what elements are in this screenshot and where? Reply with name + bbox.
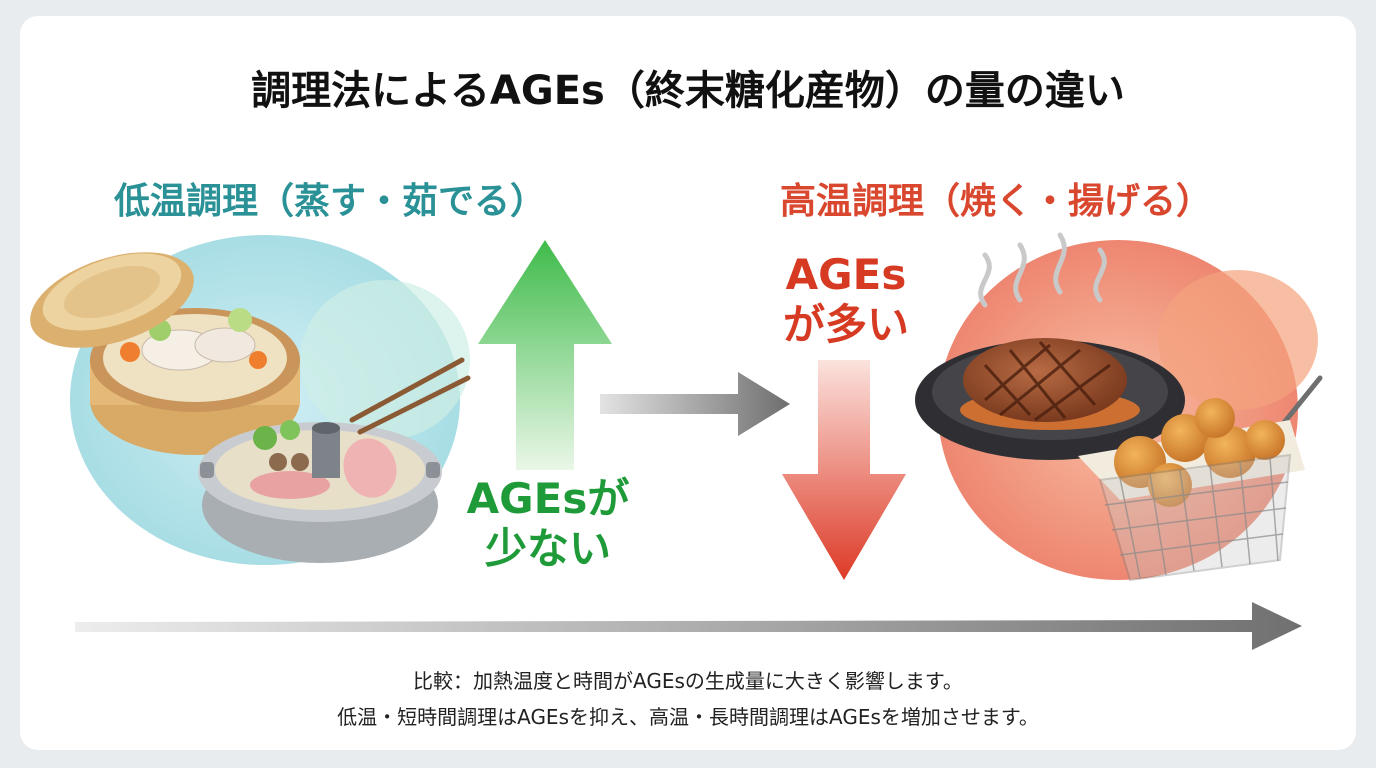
low-ages-label: AGEsが 少ない: [438, 474, 658, 573]
caption-line-2: 低温・短時間調理はAGEsを抑え、高温・長時間調理はAGEsを増加させます。: [337, 705, 1039, 729]
low-temp-heading: 低温調理（蒸す・茹でる）: [114, 181, 547, 222]
low-ages-label-line1: AGEsが: [466, 474, 630, 523]
steam-icon: [978, 232, 1107, 308]
high-ages-down-arrow: [782, 360, 906, 580]
chopsticks-icon: [349, 357, 471, 435]
high-ages-label: AGEs が多い: [736, 250, 956, 349]
fried-chicken-basket-icon: [1078, 375, 1323, 582]
hot-pot-icon: [198, 420, 442, 563]
high-ages-label-line1: AGEs: [785, 250, 907, 299]
comparison-arrow: [600, 372, 790, 436]
temperature-axis-arrow: [75, 602, 1302, 650]
steamer-basket-icon: [30, 252, 300, 455]
caption-line-1: 比較：加熱温度と時間がAGEsの生成量に大きく影響します。: [413, 669, 963, 693]
high-ages-label-line2: が多い: [782, 299, 909, 349]
low-ages-label-line2: 少ない: [484, 523, 611, 573]
low-ages-up-arrow: [478, 240, 612, 470]
page-title: 調理法によるAGEs（終末糖化産物）の量の違い: [251, 68, 1125, 114]
grilled-steak-icon: [915, 338, 1185, 460]
high-temp-heading: 高温調理（焼く・揚げる）: [780, 181, 1213, 222]
